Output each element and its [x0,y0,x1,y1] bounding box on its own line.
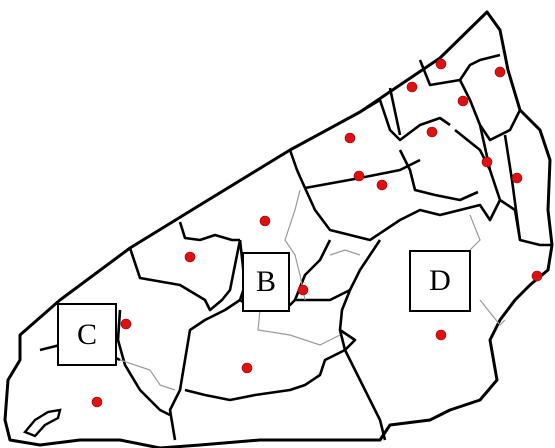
location-marker [344,132,356,144]
location-marker [241,362,253,374]
location-marker [406,81,418,93]
secondary-borders [119,189,506,391]
location-marker [435,329,447,341]
island-shape [23,408,62,438]
label-b: B [242,252,290,312]
location-marker [120,318,132,330]
location-marker [91,396,103,408]
location-marker [426,126,438,138]
location-markers [91,58,543,408]
location-marker [184,251,196,263]
location-marker [511,172,523,184]
label-c: C [57,303,117,366]
location-marker [481,156,493,168]
location-marker [494,66,506,78]
location-marker [297,284,309,296]
location-marker [457,95,469,107]
location-marker [259,215,271,227]
location-marker [376,179,388,191]
location-marker [353,170,365,182]
location-marker [531,270,543,282]
region-outline [3,10,554,448]
district-borders [39,53,552,441]
label-d: D [409,250,471,312]
location-marker [435,58,447,70]
